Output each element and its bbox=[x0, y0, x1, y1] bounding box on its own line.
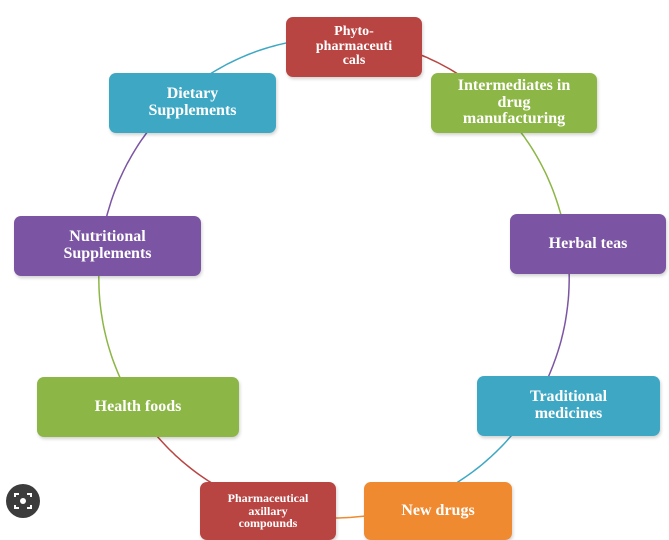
node-traditional: Traditional medicines bbox=[477, 376, 660, 436]
node-label: Dietary Supplements bbox=[148, 85, 237, 119]
node-label: New drugs bbox=[401, 501, 475, 519]
node-intermediates: Intermediates in drug manufacturing bbox=[431, 73, 597, 133]
node-herbal: Herbal teas bbox=[510, 214, 666, 274]
node-axillary: Pharmaceutical axillary compounds bbox=[200, 482, 336, 540]
node-dietary: Dietary Supplements bbox=[109, 73, 276, 133]
camera-lens-icon bbox=[14, 493, 32, 509]
node-health: Health foods bbox=[37, 377, 239, 437]
node-label: Herbal teas bbox=[548, 234, 628, 252]
node-label: Phyto- pharmaceuti cals bbox=[315, 23, 393, 69]
node-label: Health foods bbox=[94, 397, 182, 415]
node-phyto: Phyto- pharmaceuti cals bbox=[286, 17, 422, 77]
node-label: Intermediates in drug manufacturing bbox=[457, 76, 571, 128]
node-nutritional: Nutritional Supplements bbox=[14, 216, 201, 276]
lens-search-icon[interactable] bbox=[6, 484, 40, 518]
node-label: Pharmaceutical axillary compounds bbox=[227, 491, 309, 531]
node-label: Traditional medicines bbox=[529, 388, 608, 422]
node-newdrugs: New drugs bbox=[364, 482, 512, 540]
node-label: Nutritional Supplements bbox=[63, 228, 152, 262]
